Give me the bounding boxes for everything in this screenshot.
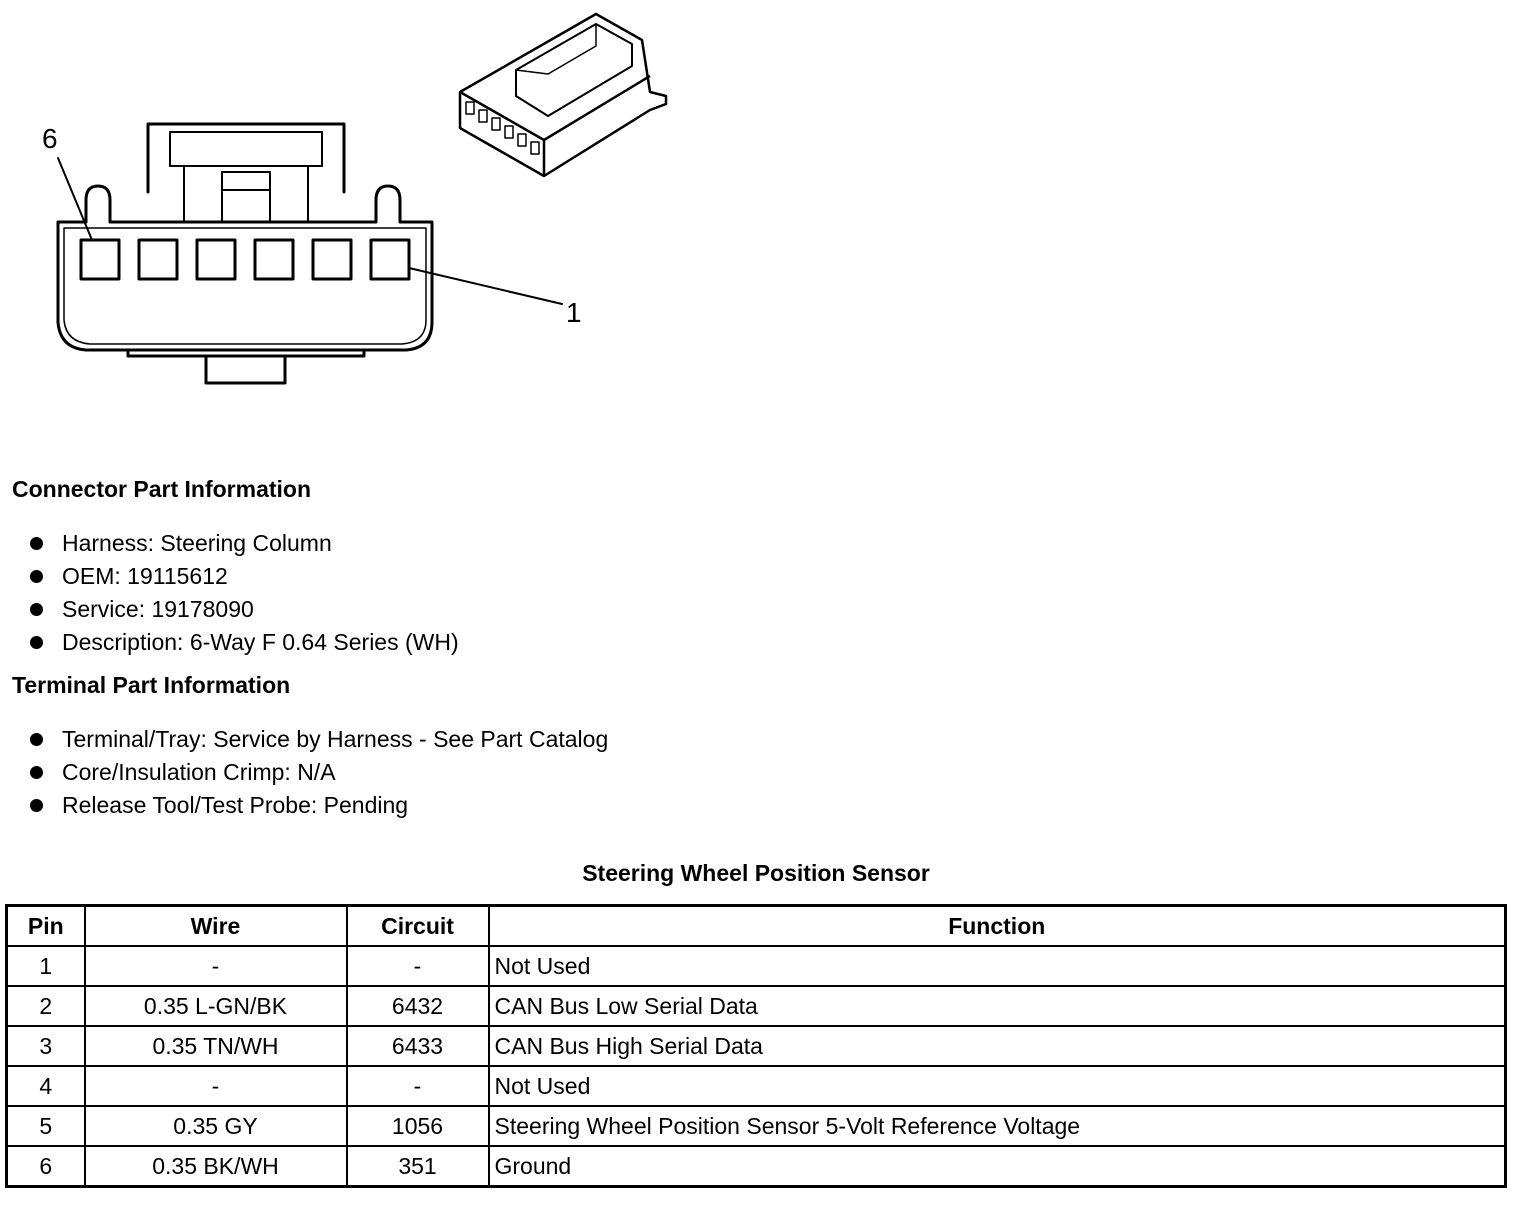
connector-info-heading: Connector Part Information	[12, 476, 312, 502]
bullet-icon	[30, 766, 43, 779]
bullet-icon	[30, 636, 43, 649]
bullet-icon	[30, 537, 43, 550]
list-item-text: Harness: Steering Column	[62, 530, 332, 556]
cavity-1	[369, 238, 411, 281]
pin-cell: 4	[5, 1065, 86, 1107]
wire-cell: -	[83, 945, 348, 987]
list-item-text: Service: 19178090	[62, 596, 254, 622]
pin-cell: 5	[5, 1105, 86, 1147]
connector-diagram: 6 1	[42, 12, 668, 385]
bullet-icon	[30, 799, 43, 812]
column-header-wire: Wire	[83, 904, 348, 947]
pin-cell: 3	[5, 1025, 86, 1067]
list-item: Harness: Steering Column	[0, 527, 459, 560]
table-row: 4 - - Not Used	[5, 1065, 1507, 1107]
list-item: Core/Insulation Crimp: N/A	[0, 756, 608, 789]
list-item-text: Terminal/Tray: Service by Harness - See …	[62, 726, 609, 752]
circuit-cell: 6433	[345, 1025, 490, 1067]
pinout-table: Pin Wire Circuit Function 1 - - Not Used…	[5, 904, 1507, 1188]
function-cell: CAN Bus High Serial Data	[487, 1025, 1507, 1067]
table-row: 2 0.35 L-GN/BK 6432 CAN Bus Low Serial D…	[5, 985, 1507, 1027]
wire-cell: -	[83, 1065, 348, 1107]
wire-cell: 0.35 TN/WH	[83, 1025, 348, 1067]
table-row: 1 - - Not Used	[5, 945, 1507, 987]
table-row: 5 0.35 GY 1056 Steering Wheel Position S…	[5, 1105, 1507, 1147]
list-item: Terminal/Tray: Service by Harness - See …	[0, 723, 608, 756]
leader-line-6	[57, 157, 93, 241]
pin-cell: 1	[5, 945, 86, 987]
function-cell: CAN Bus Low Serial Data	[487, 985, 1507, 1027]
circuit-cell: 6432	[345, 985, 490, 1027]
circuit-cell: 351	[345, 1145, 490, 1188]
bullet-icon	[30, 603, 43, 616]
function-cell: Not Used	[487, 1065, 1507, 1107]
function-cell: Ground	[487, 1145, 1507, 1188]
cavity-2	[311, 238, 353, 281]
callout-1: 1	[566, 297, 582, 328]
column-header-function: Function	[487, 904, 1507, 947]
pin-cell: 6	[5, 1145, 86, 1188]
leader-line-1	[408, 267, 563, 305]
cavity-4	[195, 238, 237, 281]
list-item: Release Tool/Test Probe: Pending	[0, 789, 608, 822]
column-header-pin: Pin	[5, 904, 86, 947]
callout-6: 6	[42, 123, 58, 154]
wire-cell: 0.35 L-GN/BK	[83, 985, 348, 1027]
circuit-cell: -	[345, 1065, 490, 1107]
list-item-text: OEM: 19115612	[62, 563, 228, 589]
cavity-3	[253, 238, 295, 281]
connector-body-outline	[56, 184, 434, 352]
list-item-text: Description: 6-Way F 0.64 Series (WH)	[62, 629, 459, 655]
connector-bottom-tab	[126, 348, 366, 385]
connector-latch	[146, 122, 346, 194]
list-item-text: Core/Insulation Crimp: N/A	[62, 759, 336, 785]
list-item: Service: 19178090	[0, 593, 459, 626]
cavity-5	[137, 238, 179, 281]
terminal-info-list: Terminal/Tray: Service by Harness - See …	[0, 723, 608, 822]
connector-inner-outline	[63, 227, 427, 345]
table-row: 3 0.35 TN/WH 6433 CAN Bus High Serial Da…	[5, 1025, 1507, 1067]
bullet-icon	[30, 570, 43, 583]
circuit-cell: 1056	[345, 1105, 490, 1147]
table-row: 6 0.35 BK/WH 351 Ground	[5, 1145, 1507, 1188]
connector-info-list: Harness: Steering Column OEM: 19115612 S…	[0, 527, 459, 659]
pin-cell: 2	[5, 985, 86, 1027]
list-item-text: Release Tool/Test Probe: Pending	[62, 792, 409, 818]
wire-cell: 0.35 GY	[83, 1105, 348, 1147]
connector-isometric-view	[458, 12, 668, 178]
function-cell: Steering Wheel Position Sensor 5-Volt Re…	[487, 1105, 1507, 1147]
wire-cell: 0.35 BK/WH	[83, 1145, 348, 1188]
list-item: OEM: 19115612	[0, 560, 459, 593]
list-item: Description: 6-Way F 0.64 Series (WH)	[0, 626, 459, 659]
table-header-row: Pin Wire Circuit Function	[5, 904, 1507, 947]
function-cell: Not Used	[487, 945, 1507, 987]
bullet-icon	[30, 733, 43, 746]
cavity-6	[79, 238, 121, 281]
terminal-info-heading: Terminal Part Information	[12, 672, 291, 698]
table-title: Steering Wheel Position Sensor	[582, 860, 930, 886]
circuit-cell: -	[345, 945, 490, 987]
column-header-circuit: Circuit	[345, 904, 490, 947]
